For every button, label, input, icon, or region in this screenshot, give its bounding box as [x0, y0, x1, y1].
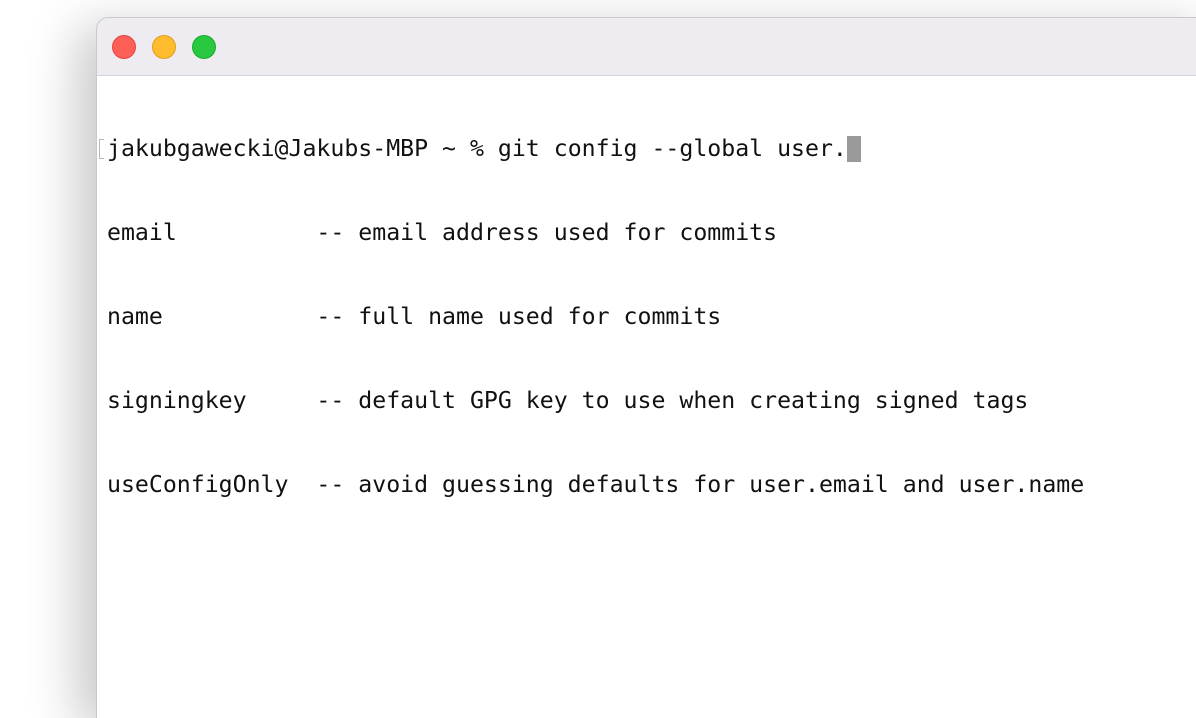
completion-key: signingkey — [107, 387, 317, 414]
close-button[interactable] — [112, 35, 136, 59]
completion-description: -- full name used for commits — [316, 303, 722, 330]
terminal-window: jakubgawecki@Jakubs-MBP ~ % git config -… — [96, 17, 1196, 718]
terminal-output: jakubgawecki@Jakubs-MBP ~ % git config -… — [99, 79, 1084, 555]
minimize-button[interactable] — [152, 35, 176, 59]
completion-row[interactable]: name -- full name used for commits — [107, 303, 1084, 331]
completion-description: -- avoid guessing defaults for user.emai… — [316, 471, 1085, 498]
completion-row[interactable]: useConfigOnly -- avoid guessing defaults… — [107, 471, 1084, 499]
completion-key: email — [107, 219, 317, 246]
completion-key: name — [107, 303, 317, 330]
completion-key: useConfigOnly — [107, 471, 317, 498]
completion-description: -- email address used for commits — [316, 219, 778, 246]
command-line: jakubgawecki@Jakubs-MBP ~ % git config -… — [99, 135, 1084, 163]
completion-row[interactable]: email -- email address used for commits — [107, 219, 1084, 247]
completion-description: -- default GPG key to use when creating … — [316, 387, 1029, 414]
zoom-button[interactable] — [192, 35, 216, 59]
command-input[interactable]: git config --global user. — [497, 135, 847, 162]
title-bar[interactable] — [97, 18, 1196, 76]
mark-bracket-icon — [99, 139, 104, 159]
text-cursor — [846, 136, 861, 162]
terminal-content[interactable]: jakubgawecki@Jakubs-MBP ~ % git config -… — [97, 76, 1196, 718]
completion-row[interactable]: signingkey -- default GPG key to use whe… — [107, 387, 1084, 415]
prompt: jakubgawecki@Jakubs-MBP ~ % — [107, 135, 498, 162]
